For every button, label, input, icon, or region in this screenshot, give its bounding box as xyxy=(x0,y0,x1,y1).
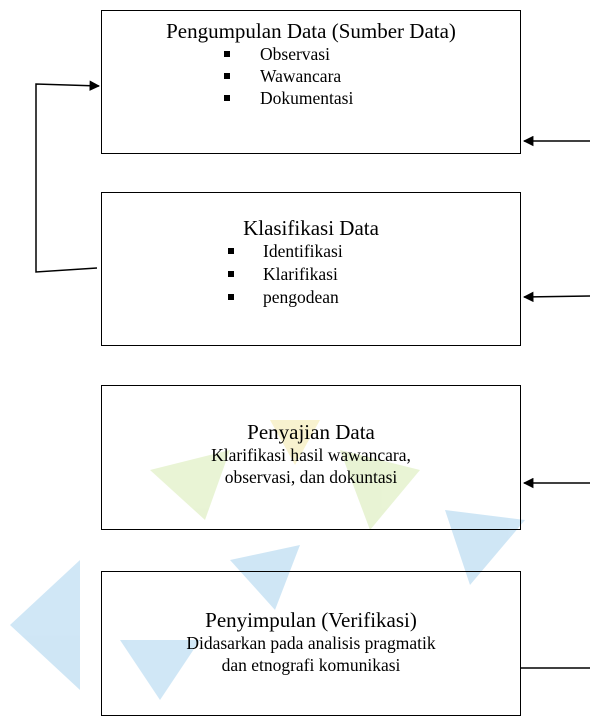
box-description-line: observasi, dan dokuntasi xyxy=(224,467,398,487)
list-item: Klarifikasi xyxy=(228,263,520,286)
list-item: Identifikasi xyxy=(228,240,520,263)
box-title: Klasifikasi Data xyxy=(243,216,379,240)
box-title: Pengumpulan Data (Sumber Data) xyxy=(166,19,456,43)
list-item: Wawancara xyxy=(224,65,520,87)
box-klasifikasi-data: Klasifikasi Data Identifikasi Klarifikas… xyxy=(101,192,521,346)
list-item: Observasi xyxy=(224,43,520,65)
box-description-line: Klarifikasi hasil wawancara, xyxy=(211,445,411,465)
box-description-line: Didasarkan pada analisis pragmatik xyxy=(186,633,436,653)
watermark-blue-shape-left xyxy=(10,560,80,690)
list-item: Dokumentasi xyxy=(224,87,520,109)
right-arrow-box2 xyxy=(522,291,590,303)
list-item: pengodean xyxy=(228,286,520,309)
box-title: Penyimpulan (Verifikasi) xyxy=(205,608,417,632)
box-title: Penyajian Data xyxy=(247,420,375,444)
box-pengumpulan-data: Pengumpulan Data (Sumber Data) Observasi… xyxy=(101,10,521,154)
box-penyimpulan: Penyimpulan (Verifikasi) Didasarkan pada… xyxy=(101,571,521,716)
bullet-list: Observasi Wawancara Dokumentasi xyxy=(224,43,520,109)
bullet-list: Identifikasi Klarifikasi pengodean xyxy=(228,240,520,309)
box-penyajian-data: Penyajian Data Klarifikasi hasil wawanca… xyxy=(101,385,521,530)
box-description-line: dan etnografi komunikasi xyxy=(221,655,401,675)
feedback-loop-arrow xyxy=(35,80,101,273)
